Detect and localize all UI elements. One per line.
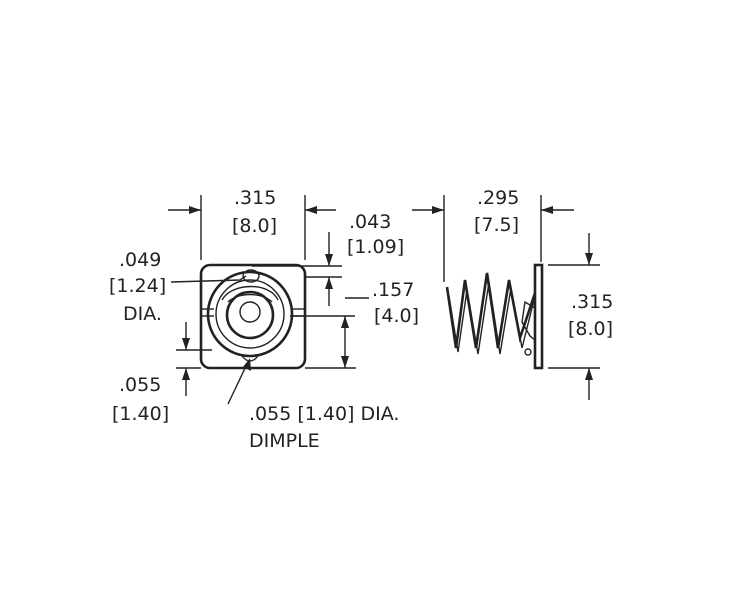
hole-inch-label: .049 bbox=[119, 249, 161, 271]
spring-coil-outer bbox=[206, 270, 294, 358]
tab-inch-label: .043 bbox=[349, 211, 391, 233]
tab-arrow-top bbox=[325, 254, 333, 266]
depth-inch-label: .295 bbox=[477, 187, 519, 209]
bottom-arrow-bottom bbox=[182, 368, 190, 380]
bottom-inch-label: .055 bbox=[119, 374, 161, 396]
hole-dia-label: DIA. bbox=[123, 303, 162, 325]
tab-hole bbox=[242, 269, 260, 283]
spring-inch-label: .157 bbox=[372, 279, 414, 301]
spring-coil-top-arc-2 bbox=[227, 293, 273, 303]
tab-arrow-bottom bbox=[325, 277, 333, 289]
width-mm-label: [8.0] bbox=[232, 215, 277, 237]
bottom-mm-label: [1.40] bbox=[112, 403, 169, 425]
spring-coil-inner bbox=[225, 290, 275, 340]
width-inch-label: .315 bbox=[234, 187, 276, 209]
width-arrow-right bbox=[305, 206, 317, 214]
width-arrow-left bbox=[189, 206, 201, 214]
dimple-label-line1: .055 [1.40] DIA. bbox=[249, 403, 399, 425]
front-view: .315 [8.0] .043 [1.09] .049 [1.24] DIA. … bbox=[109, 187, 419, 452]
hole-mm-label: [1.24] bbox=[109, 275, 166, 297]
center-hole bbox=[239, 301, 261, 323]
side-view: .295 [7.5] .315 [8.0] bbox=[412, 187, 613, 400]
hole-leader bbox=[170, 275, 247, 283]
dimple-label-line2: DIMPLE bbox=[249, 430, 320, 452]
depth-mm-label: [7.5] bbox=[474, 214, 519, 236]
height-arrow-top bbox=[585, 253, 593, 265]
side-tab bbox=[521, 300, 536, 341]
depth-arrow-right bbox=[541, 206, 553, 214]
spring-profile-2 bbox=[448, 281, 535, 355]
height-mm-label: [8.0] bbox=[568, 318, 613, 340]
dimple-leader bbox=[227, 361, 249, 405]
spring-arrow-top bbox=[341, 316, 349, 328]
spring-mm-label: [4.0] bbox=[374, 305, 419, 327]
depth-arrow-left bbox=[432, 206, 444, 214]
spring-coil-top-arc bbox=[221, 285, 279, 301]
height-inch-label: .315 bbox=[571, 291, 613, 313]
height-arrow-bottom bbox=[585, 368, 593, 380]
spring-coil-middle bbox=[215, 279, 285, 349]
dimple-arrow bbox=[243, 358, 251, 371]
spring-arrow-bottom bbox=[341, 356, 349, 368]
tab-mm-label: [1.09] bbox=[347, 236, 404, 258]
side-plate bbox=[533, 263, 544, 370]
side-dimple bbox=[524, 348, 532, 356]
bottom-arrow-top bbox=[182, 338, 190, 350]
